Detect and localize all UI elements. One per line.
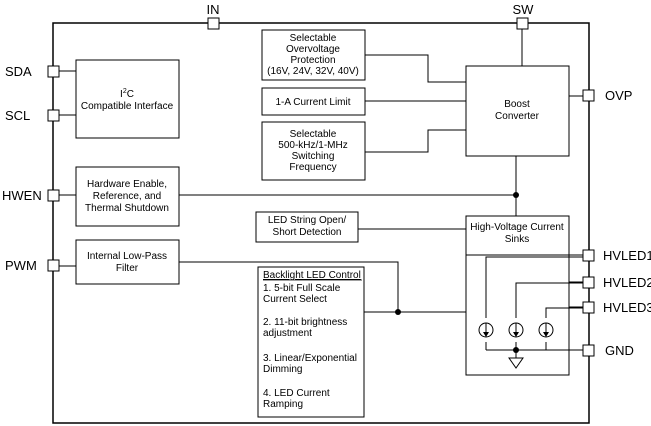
pad-sw <box>516 17 529 30</box>
pin-label-in: IN <box>207 2 220 17</box>
backlight-item: 3. Linear/Exponential <box>263 353 357 364</box>
lpf-line1: Internal Low-Pass <box>87 251 167 262</box>
current-limit-block <box>261 87 366 116</box>
boost-line2: Converter <box>495 111 540 122</box>
freq-select-line3: Switching <box>292 151 335 162</box>
ovp-select-line4: (16V, 24V, 32V, 40V) <box>267 66 359 77</box>
backlight-item: 1. 5-bit Full Scale <box>263 283 341 294</box>
pin-label-scl: SCL <box>5 108 30 123</box>
pad-pwm <box>47 259 60 272</box>
freq-select-line1: Selectable <box>290 129 337 140</box>
ground-icon <box>508 357 524 369</box>
freq-select-line4: Frequency <box>289 162 336 173</box>
boost-line1: Boost <box>504 99 530 110</box>
pin-label-pwm: PWM <box>5 258 37 273</box>
backlight-title: Backlight LED Control <box>263 270 361 281</box>
backlight-control-block <box>257 266 365 418</box>
pad-gnd <box>582 344 595 357</box>
junction-dot <box>395 309 401 315</box>
junction-dot <box>513 192 519 198</box>
hw-enable-line2: Reference, and <box>93 191 161 202</box>
lpf-block <box>75 239 180 285</box>
pad-hvled3 <box>582 301 595 314</box>
ovp-select-block <box>261 29 366 81</box>
ovp-select-line3: Protection <box>290 55 335 66</box>
led-detect-line2: Short Detection <box>273 227 342 238</box>
hv-sinks-line2: Sinks <box>505 234 529 245</box>
pad-hwen <box>47 189 60 202</box>
pin-pads <box>47 17 595 357</box>
pin-label-ovp: OVP <box>605 88 632 103</box>
pad-sda <box>47 65 60 78</box>
led-detect-line1: LED String Open/ <box>268 215 347 226</box>
arrow-down-icon <box>513 332 519 337</box>
pin-label-sda: SDA <box>5 64 32 79</box>
backlight-item: Current Select <box>263 294 327 305</box>
pin-label-hvled1: HVLED1 <box>603 248 651 263</box>
pin-label-sw: SW <box>513 2 535 17</box>
i2c-label-line2: Compatible Interface <box>81 101 174 112</box>
backlight-item: 2. 11-bit brightness <box>263 317 347 328</box>
pad-hvled2 <box>582 276 595 289</box>
pin-label-hvled3: HVLED3 <box>603 300 651 315</box>
hw-enable-line3: Thermal Shutdown <box>85 203 169 214</box>
arrow-down-icon <box>483 332 489 337</box>
led-detect-block <box>255 211 359 243</box>
freq-select-block <box>261 121 366 181</box>
backlight-item: 4. LED Current <box>263 388 330 399</box>
backlight-item: Ramping <box>263 399 303 410</box>
wires <box>59 29 583 358</box>
junction-dot <box>513 347 519 353</box>
ovp-select-line1: Selectable <box>290 33 337 44</box>
i2c-interface-block <box>75 59 180 139</box>
pad-hvled1 <box>582 249 595 262</box>
hw-enable-line1: Hardware Enable, <box>87 179 167 190</box>
boost-converter-block <box>465 65 570 157</box>
i2c-label: I2C <box>120 88 134 100</box>
pin-label-hwen: HWEN <box>2 188 42 203</box>
pad-scl <box>47 109 60 122</box>
chip-outline <box>52 22 590 424</box>
backlight-item: adjustment <box>263 328 312 339</box>
hw-enable-block <box>75 166 180 227</box>
pad-in <box>207 17 220 30</box>
hv-sinks-line1: High-Voltage Current <box>470 222 564 233</box>
pin-label-gnd: GND <box>605 343 634 358</box>
arrow-down-icon <box>543 332 549 337</box>
freq-select-line2: 500-kHz/1-MHz <box>278 140 347 151</box>
lpf-line2: Filter <box>116 263 139 274</box>
pad-ovp <box>582 89 595 102</box>
pin-label-hvled2: HVLED2 <box>603 275 651 290</box>
current-limit-label: 1-A Current Limit <box>275 97 350 108</box>
backlight-item: Dimming <box>263 364 302 375</box>
ovp-select-line2: Overvoltage <box>286 44 340 55</box>
